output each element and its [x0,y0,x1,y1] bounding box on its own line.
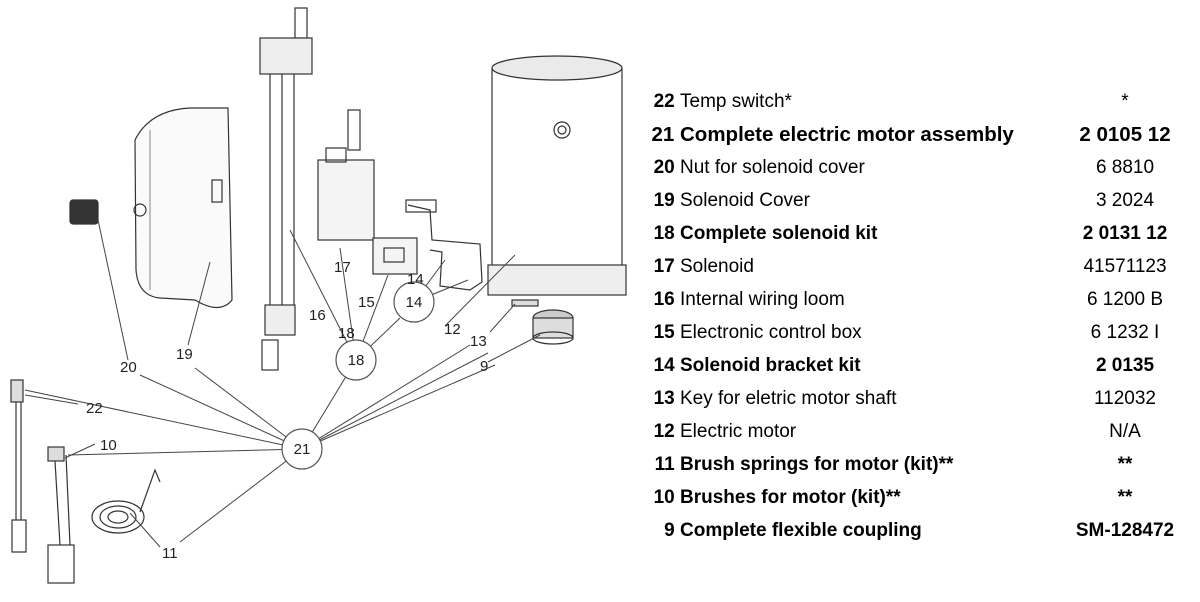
flexible-coupling-illustration [532,309,574,345]
temp-switch-illustration [10,379,27,553]
part-code: N/A [1109,421,1141,442]
part-code: 2 0105 12 [1079,123,1171,146]
hub-circle-21 [281,428,323,470]
part-number: 14 [653,355,675,376]
nut-illustration [69,199,99,225]
part-number: 10 [653,487,675,508]
part-code: * [1121,91,1129,112]
callout-20: 20 [120,359,137,376]
part-code: 2 0135 [1095,355,1155,376]
part-number: 18 [653,223,675,244]
brush-spring-illustration [91,468,161,534]
part-code: 6 8810 [1095,157,1155,178]
part-code: ** [1117,487,1133,508]
part-row-15: 15 Electronic control box 6 1232 I [640,319,1192,352]
callout-17: 17 [334,259,351,276]
part-name: Temp switch* [680,91,792,112]
part-row-18: 18 Complete solenoid kit 2 0131 12 [640,220,1192,253]
solenoid-cover-illustration [133,107,233,309]
part-code: SM-128472 [1075,520,1175,541]
callout-19: 19 [176,346,193,363]
solenoid-illustration [317,109,375,241]
callout-9: 9 [480,358,488,375]
motor-key-illustration [511,299,539,307]
part-code: ** [1117,454,1133,475]
part-number: 9 [664,520,675,541]
callout-22: 22 [86,400,103,417]
part-code: 41571123 [1083,256,1167,277]
parts-list: 22 Temp switch* * 21 Complete electric m… [640,88,1192,550]
callout-12: 12 [444,321,461,338]
callout-10: 10 [100,437,117,454]
callout-15: 15 [358,294,375,311]
part-name: Brushes for motor (kit)** [680,487,901,508]
hub-circle-14 [393,281,435,323]
part-code: 6 1200 B [1086,289,1164,310]
part-number: 19 [653,190,675,211]
part-row-20: 20 Nut for solenoid cover 6 8810 [640,154,1192,187]
part-name: Complete electric motor assembly [680,123,1014,146]
part-name: Solenoid bracket kit [680,355,861,376]
part-number: 13 [653,388,675,409]
part-row-14: 14 Solenoid bracket kit 2 0135 [640,352,1192,385]
part-number: 17 [653,256,675,277]
part-number: 15 [653,322,675,343]
part-number: 20 [653,157,675,178]
part-row-9: 9 Complete flexible coupling SM-128472 [640,517,1192,550]
hub-circle-18 [335,339,377,381]
part-code: 3 2024 [1095,190,1155,211]
callout-16: 16 [309,307,326,324]
callout-13: 13 [470,333,487,350]
part-number: 11 [654,454,675,475]
part-row-21: 21 Complete electric motor assembly 2 01… [640,121,1192,154]
part-row-17: 17 Solenoid 41571123 [640,253,1192,286]
part-row-12: 12 Electric motor N/A [640,418,1192,451]
part-row-16: 16 Internal wiring loom 6 1200 B [640,286,1192,319]
hub-label-21: 21 [294,441,311,458]
solenoid-bracket-illustration [405,199,483,291]
part-name: Nut for solenoid cover [680,157,865,178]
hub-label-18: 18 [348,352,365,369]
part-name: Brush springs for motor (kit)** [680,454,954,475]
hub-label-14: 14 [406,294,423,311]
part-row-22: 22 Temp switch* * [640,88,1192,121]
control-box-illustration [372,237,418,275]
part-name: Internal wiring loom [680,289,845,310]
part-code: 112032 [1094,388,1156,409]
callout-18: 18 [338,325,355,342]
callout-14: 14 [407,271,424,288]
part-number: 12 [653,421,675,442]
part-name: Electric motor [680,421,797,442]
electric-motor-illustration [487,55,627,296]
part-row-11: 11 Brush springs for motor (kit)** ** [640,451,1192,484]
part-row-13: 13 Key for eletric motor shaft 112032 [640,385,1192,418]
wiring-loom-illustration [259,7,313,371]
part-code: 2 0131 12 [1082,223,1168,244]
part-number: 16 [653,289,675,310]
part-name: Solenoid [680,256,754,277]
exploded-parts-diagram: 21 18 14 22 20 19 10 11 16 17 15 14 18 1… [10,7,627,584]
part-name: Electronic control box [680,322,862,343]
part-code: 6 1232 I [1090,322,1160,343]
part-row-10: 10 Brushes for motor (kit)** ** [640,484,1192,517]
part-name: Complete flexible coupling [680,520,922,541]
part-name: Complete solenoid kit [680,223,878,244]
part-number: 22 [653,91,675,112]
part-name: Key for eletric motor shaft [680,388,897,409]
brush-illustration [47,446,75,584]
part-name: Solenoid Cover [680,190,810,211]
part-number: 21 [651,123,675,146]
callout-11: 11 [162,545,178,562]
part-row-19: 19 Solenoid Cover 3 2024 [640,187,1192,220]
